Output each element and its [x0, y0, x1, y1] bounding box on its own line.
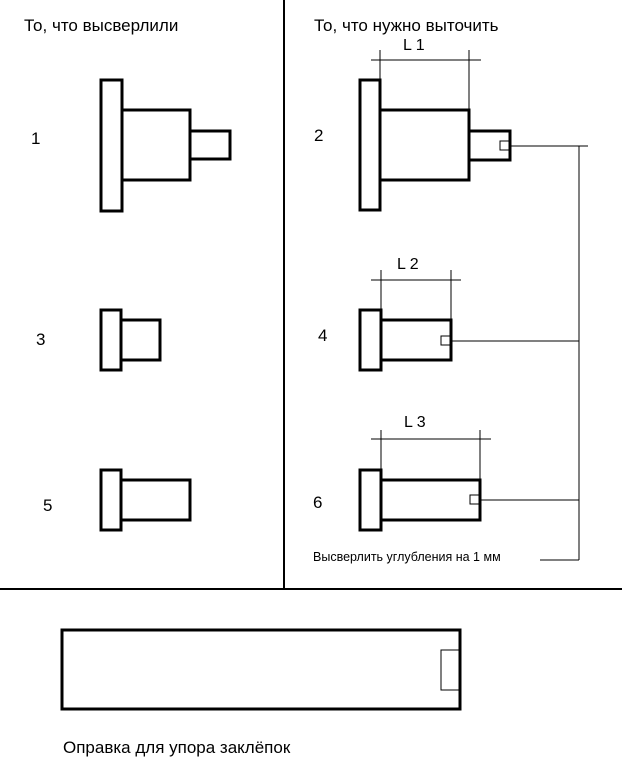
part-1-label: 1: [31, 129, 41, 148]
part-5-drawing: [99, 468, 192, 532]
part-2-drawing: [358, 78, 512, 212]
part-6-drawing: [358, 468, 482, 532]
l1-dimension-label: L 1: [403, 37, 425, 54]
l3-dimension-lines: [371, 430, 491, 480]
recess-marker-4: [440, 335, 451, 346]
recess-marker-2: [499, 140, 510, 151]
recess-marker-6: [469, 494, 480, 505]
part-6-label: 6: [313, 493, 323, 512]
right-panel-title: То, что нужно выточить: [314, 16, 499, 35]
recess-note: Высверлить углубления на 1 мм: [313, 550, 501, 564]
note-leader-lines: [450, 145, 588, 561]
part-2-label: 2: [314, 126, 324, 145]
mandrel-drawing: [60, 628, 462, 711]
part-1-drawing: [99, 78, 232, 213]
part-4-label: 4: [318, 326, 328, 345]
mandrel-caption: Оправка для упора заклёпок: [63, 738, 291, 757]
part-3-drawing: [99, 308, 162, 372]
part-4-drawing: [358, 308, 453, 372]
l3-dimension-label: L 3: [404, 414, 426, 431]
part-5-label: 5: [43, 496, 53, 515]
left-panel-title: То, что высверлили: [24, 16, 179, 35]
l2-dimension-label: L 2: [397, 256, 419, 273]
part-3-label: 3: [36, 330, 46, 349]
l2-dimension-lines: [371, 270, 461, 320]
l1-dimension-lines: [371, 50, 481, 110]
